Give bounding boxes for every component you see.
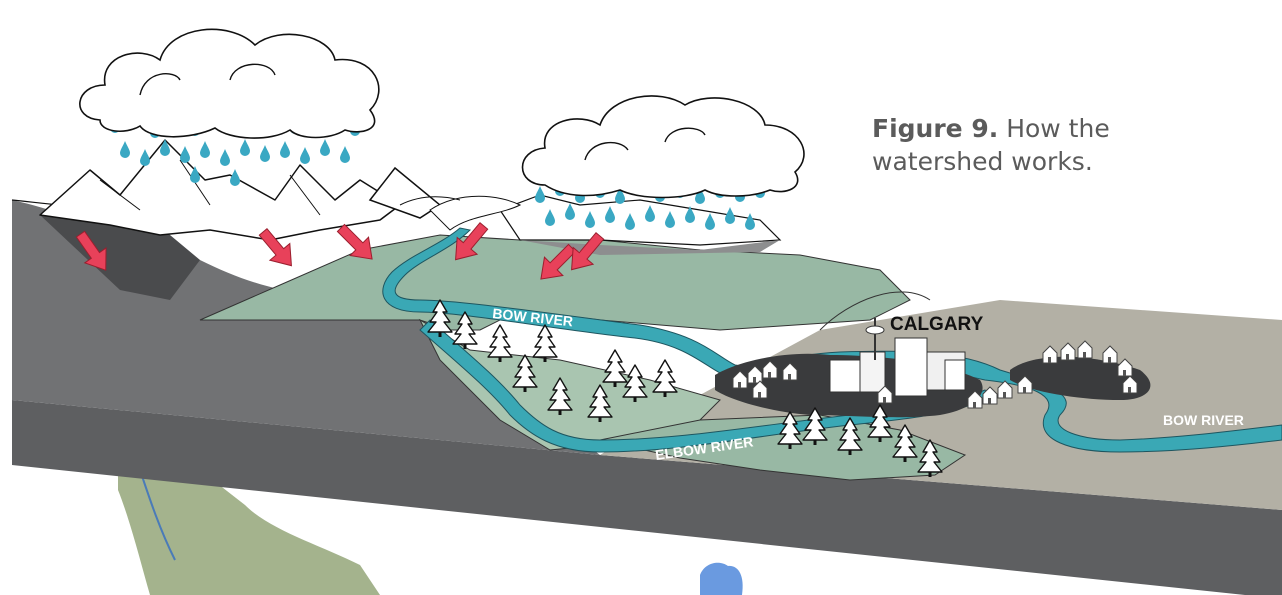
bow-river	[382, 227, 1282, 453]
lower-map-snippet	[118, 451, 743, 595]
cloud-left	[79, 28, 380, 139]
bow-river-label-lower: BOW RIVER	[1163, 412, 1244, 428]
figure-caption-text: How the watershed works.	[872, 114, 1110, 176]
cloud-right	[521, 95, 805, 199]
calgary-label: CALGARY	[890, 314, 984, 335]
calgary-buildings	[829, 318, 966, 397]
figure-label: Figure 9.	[872, 114, 999, 143]
terrain-side	[12, 400, 1282, 595]
foothills	[199, 234, 911, 331]
figure-caption: Figure 9. How the watershed works.	[872, 112, 1132, 178]
